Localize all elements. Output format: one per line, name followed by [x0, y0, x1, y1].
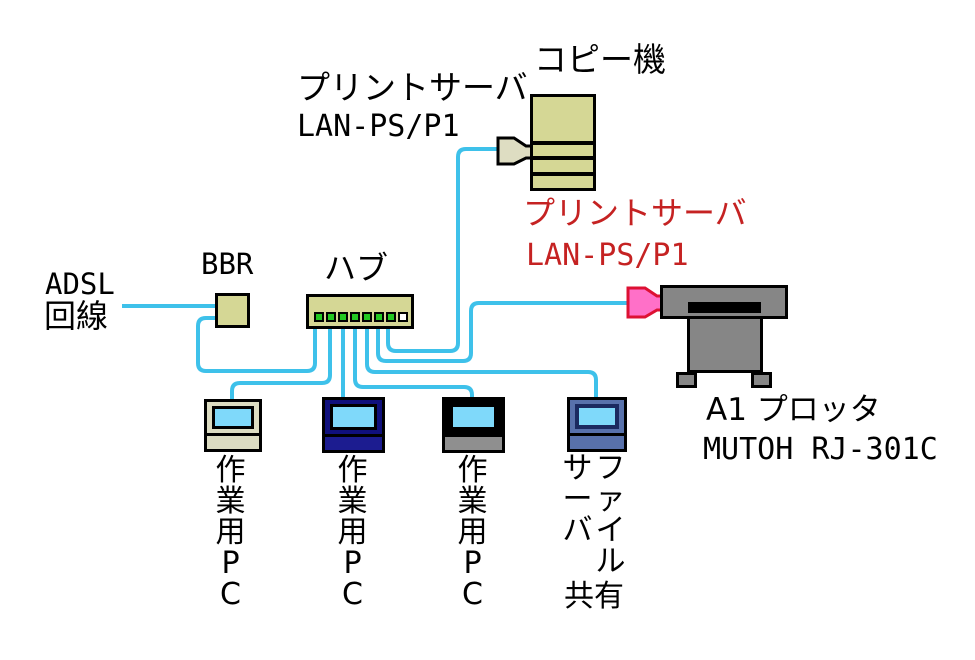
adsl-label-line1: ADSL	[45, 267, 115, 301]
hub	[306, 294, 414, 329]
pc-1-screen	[212, 406, 254, 429]
file-server-label-file: ファイル	[595, 451, 626, 579]
print-server-dongle-plotter	[626, 286, 665, 319]
copier-tray-line	[533, 172, 593, 176]
cable-hub-to-pc3	[353, 329, 474, 402]
copier-tray-line	[533, 141, 593, 145]
pc-3-screen	[450, 404, 497, 430]
print-server-dongle-copier	[496, 136, 534, 166]
hub-led-on	[374, 312, 384, 322]
hub-led-on	[386, 312, 396, 322]
cable-hub-to-pc4	[365, 329, 598, 402]
print-server-copier-name: プリントサーバ	[297, 68, 528, 107]
print-server-plotter-name: プリントサーバ	[523, 194, 747, 232]
plotter-foot-left	[676, 372, 697, 388]
pc-2	[322, 397, 385, 453]
cable-hub-to-pc1	[230, 329, 332, 402]
file-server-label-columns: サーバ ファイル	[563, 453, 626, 577]
cable-bbr-to-hub	[196, 316, 317, 373]
copier-tray-line	[533, 156, 593, 160]
pc-1	[204, 399, 262, 452]
bbr-router	[215, 293, 250, 328]
cable-hub-to-plotter	[376, 301, 630, 363]
pc-4-base	[570, 433, 624, 449]
hub-leds	[314, 312, 408, 322]
file-server-label: サーバ ファイル 共有	[554, 453, 634, 613]
pc-4-file-server	[567, 397, 627, 452]
copier	[530, 94, 596, 191]
hub-label: ハブ	[324, 249, 389, 287]
pc-1-base	[207, 433, 259, 449]
plotter-foot-right	[751, 372, 772, 388]
plotter-head	[660, 285, 788, 319]
pc-4-screen	[575, 404, 619, 429]
cable-hub-to-copier	[386, 147, 499, 353]
plotter-body	[687, 316, 763, 373]
hub-led-on	[314, 312, 324, 322]
plotter-model: MUTOH RJ-301C	[703, 432, 938, 467]
pc-3-base	[445, 434, 502, 450]
pc-2-base	[325, 434, 382, 450]
bbr-label: BBR	[201, 247, 254, 281]
adsl-label-line2: 回線	[44, 297, 109, 335]
hub-led-on	[350, 312, 360, 322]
pc-3	[442, 397, 505, 453]
print-server-plotter-model: LAN-PS/P1	[526, 238, 689, 273]
hub-led-on	[338, 312, 348, 322]
plotter-label: A1 プロッタ	[706, 392, 881, 428]
file-server-label-share: 共有	[564, 579, 624, 614]
hub-led-off	[398, 312, 408, 322]
file-server-label-server: サーバ	[562, 451, 593, 548]
copier-label: コピー機	[534, 40, 666, 79]
plotter-slot	[688, 302, 761, 313]
hub-led-on	[326, 312, 336, 322]
print-server-copier-model: LAN-PS/P1	[297, 109, 460, 144]
pc-2-screen	[330, 404, 377, 430]
hub-led-on	[362, 312, 372, 322]
